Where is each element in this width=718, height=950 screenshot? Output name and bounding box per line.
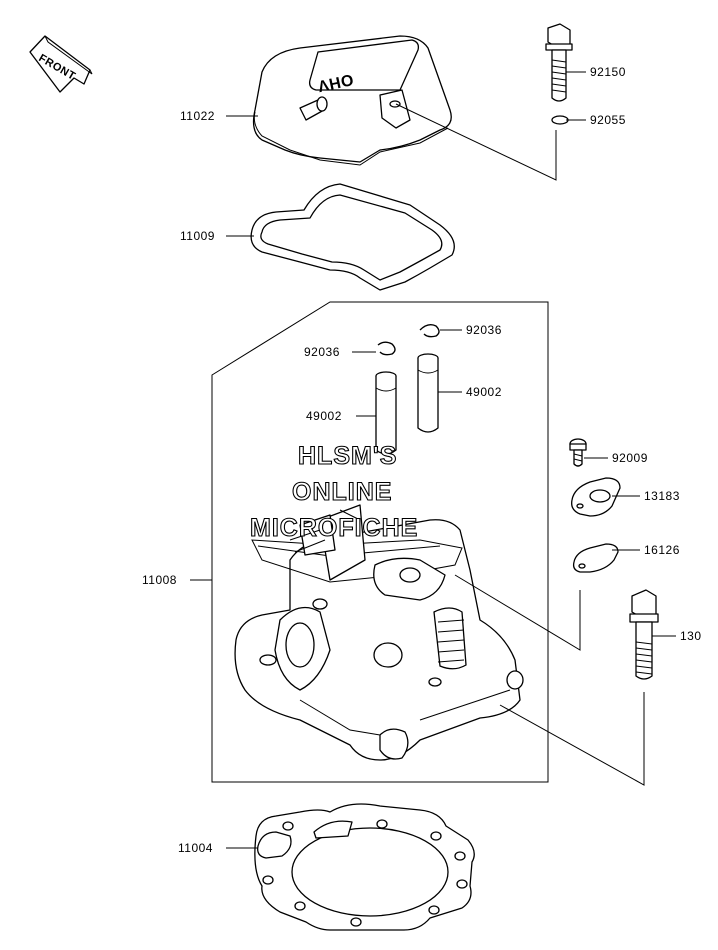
head-bolt-part[interactable]: [629, 589, 659, 680]
callout-16126: 16126: [644, 543, 680, 557]
callout-130: 130: [680, 629, 702, 643]
watermark-line2: ONLINE: [292, 478, 392, 506]
valve-guide-right-part[interactable]: [417, 353, 439, 433]
watermark-line3: MICROFICHE: [250, 514, 418, 542]
cover-plate-part[interactable]: [572, 543, 619, 573]
assembly-frame: [211, 301, 549, 783]
callout-11009: 11009: [180, 229, 215, 243]
front-arrow-icon: FRONT: [29, 35, 93, 93]
cylinder-head-part[interactable]: [234, 504, 524, 761]
watermark-line1: HLSM'S: [298, 442, 397, 470]
callout-49002-left: 49002: [306, 409, 342, 423]
callout-49002-right: 49002: [466, 385, 502, 399]
callout-11008: 11008: [142, 573, 177, 587]
watermark: HLSM'S ONLINE MICROFICHE: [249, 441, 418, 542]
cover-bolt-part[interactable]: [545, 23, 573, 102]
washer-part[interactable]: [551, 115, 569, 125]
head-gasket-part[interactable]: [254, 803, 475, 931]
head-cover-part[interactable]: OHV: [252, 35, 452, 166]
leader-lines: [190, 71, 676, 849]
callout-92055: 92055: [590, 113, 626, 127]
callout-13183: 13183: [644, 489, 680, 503]
callout-11004: 11004: [178, 841, 213, 855]
plate-part[interactable]: [571, 477, 621, 517]
callout-92150: 92150: [590, 65, 626, 79]
valve-guide-left-part[interactable]: [375, 371, 397, 455]
cover-gasket-part[interactable]: [250, 183, 455, 291]
clip-left-part[interactable]: [377, 341, 396, 356]
callout-92009: 92009: [612, 451, 648, 465]
callout-92036-right: 92036: [466, 323, 502, 337]
clip-right-part[interactable]: [419, 323, 440, 338]
callout-11022: 11022: [180, 109, 215, 123]
callout-92036-left: 92036: [304, 345, 340, 359]
screw-part[interactable]: [569, 438, 587, 467]
